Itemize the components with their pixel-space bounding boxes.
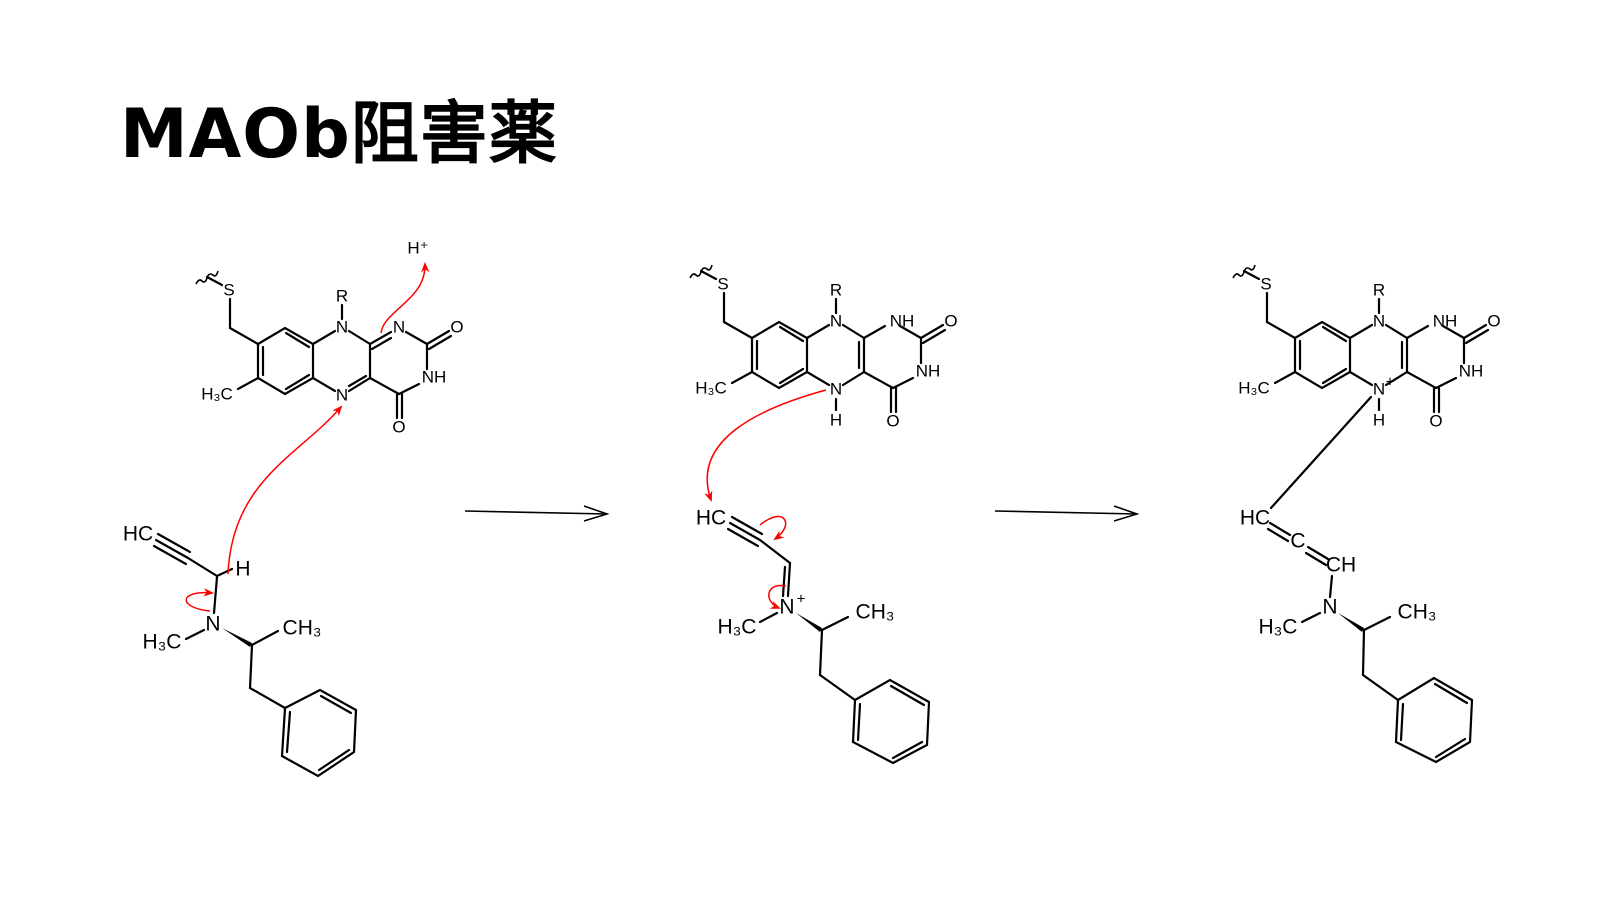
flavin-reduced: S R N NH N H NH O O H₃C [688, 263, 958, 431]
wedge-bond [1338, 613, 1364, 632]
alpha-h-label: H [235, 558, 250, 581]
amine-n-label: N [1322, 596, 1337, 619]
wedge-bond [222, 628, 252, 647]
atom-o2: O [944, 312, 957, 331]
c-methyl-label: CH₃ [856, 601, 895, 624]
atom-n3: NH [1459, 362, 1484, 381]
atom-n5: N [336, 386, 348, 405]
atom-n10: N [1373, 312, 1385, 331]
atom-n3: NH [916, 362, 941, 381]
benzene-ring [1394, 676, 1474, 764]
atom-o4: O [886, 412, 899, 431]
n-methyl-label: H₃C [1259, 616, 1298, 639]
atom-n3: NH [422, 368, 447, 387]
charge-plus: + [797, 591, 806, 608]
methyl-label: H₃C [695, 379, 726, 398]
reaction-arrow-1 [464, 505, 610, 522]
alkyne-ch-label: HC [696, 507, 726, 530]
atom-r: R [830, 281, 842, 300]
structure-2: S R N NH N H NH O O H₃C HC N + H₃C CH₃ [688, 263, 958, 765]
atom-n10: N [830, 312, 842, 331]
atom-r: R [1373, 281, 1385, 300]
allene-ch-label: HC [1240, 507, 1270, 530]
allene-ch2-label: CH [1326, 554, 1356, 577]
atom-o2: O [1487, 312, 1500, 331]
electron-arrows-1 [185, 261, 430, 612]
atom-n5: N [830, 380, 842, 399]
atom-s: S [223, 281, 234, 300]
benzene-ring [280, 688, 358, 778]
flavin-adduct: S R N NH N + H NH O O H₃C [1231, 263, 1501, 431]
atom-n5: N [1373, 380, 1385, 399]
page-title: MAOb阻害薬 [120, 95, 558, 174]
atom-o4: O [1429, 412, 1442, 431]
methyl-label: H₃C [201, 385, 232, 404]
methyl-label: H₃C [1238, 379, 1269, 398]
selegiline: HC H N H₃C CH₃ [123, 523, 358, 778]
flavin-oxidized: S R N N N NH O O H₃C H⁺ [194, 239, 464, 437]
benzene-ring [851, 678, 931, 765]
covalent-bond [1269, 395, 1373, 510]
charge-plus: + [1386, 374, 1395, 391]
amine-n-label: N [205, 613, 220, 636]
reaction-arrow-2 [994, 505, 1140, 522]
atom-n5-h: H [1373, 411, 1385, 430]
atom-s: S [717, 275, 728, 294]
structure-3: S R N NH N + H NH O O H₃C HC C CH N H₃C [1231, 263, 1501, 764]
electron-arrows-2 [704, 389, 827, 609]
atom-n10: N [336, 318, 348, 337]
wedge-bond [796, 613, 822, 632]
allene-adduct: HC C CH N H₃C CH₃ [1240, 395, 1474, 764]
atom-s: S [1260, 275, 1271, 294]
atom-n1: NH [890, 312, 915, 331]
c-methyl-label: CH₃ [283, 617, 322, 640]
proton-label: H⁺ [407, 239, 428, 258]
atom-r: R [336, 287, 348, 306]
atom-n1: N [393, 318, 405, 337]
iminium-intermediate: HC N + H₃C CH₃ [696, 507, 931, 765]
n-methyl-label: H₃C [718, 616, 757, 639]
atom-o4: O [392, 418, 405, 437]
atom-n1: NH [1433, 312, 1458, 331]
allene-c-label: C [1290, 530, 1305, 553]
c-methyl-label: CH₃ [1398, 601, 1437, 624]
atom-o2: O [450, 318, 463, 337]
n-methyl-label: H₃C [143, 631, 182, 654]
iminium-n-label: N [779, 596, 794, 619]
atom-n5-h: H [830, 411, 842, 430]
structure-1: S R N N N NH O O H₃C H⁺ HC H N H₃C CH₃ [123, 239, 464, 778]
alkyne-ch-label: HC [123, 523, 153, 546]
